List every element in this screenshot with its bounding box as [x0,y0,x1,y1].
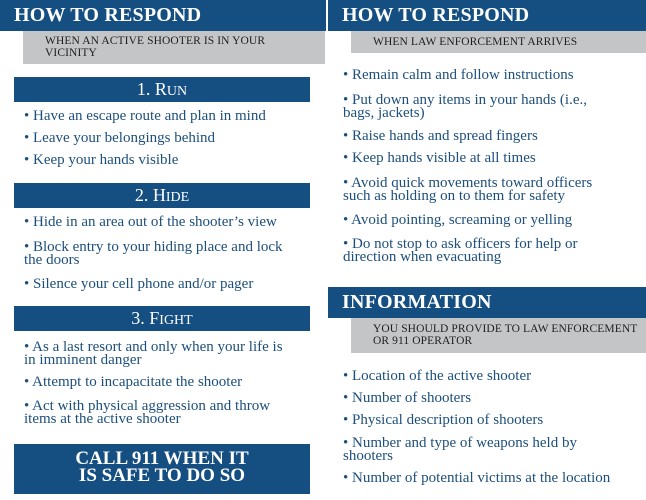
section-hide-title: HIDE [152,185,190,205]
list-item: • Block entry to your hiding place and l… [24,239,283,255]
left-header: HOW TO RESPOND [0,0,326,31]
list-item-continuation: shooters [343,448,393,464]
information-header: INFORMATION [328,287,646,318]
list-item: • Number of shooters [343,390,472,406]
section-fight-number: 3. [131,308,145,328]
list-item: • Attempt to incapacitate the shooter [24,374,243,390]
right-subheader: WHEN LAW ENFORCEMENT ARRIVES [351,31,646,53]
list-item-continuation: bags, jackets) [343,105,425,121]
section-run-title: RUN [154,79,188,99]
section-fight-title: FIGHT [149,308,193,328]
list-item: • As a last resort and only when your li… [24,339,283,355]
list-item: • Keep hands visible at all times [343,150,536,166]
list-item: • Physical description of shooters [343,412,544,428]
list-item: • Do not stop to ask officers for help o… [343,236,578,252]
left-subheader: WHEN AN ACTIVE SHOOTER IS IN YOUR VICINI… [23,31,325,64]
list-item-continuation: in imminent danger [24,352,142,368]
information-subheader: YOU SHOULD PROVIDE TO LAW ENFORCEMENT OR… [351,318,646,353]
call-911-banner: CALL 911 WHEN IT IS SAFE TO DO SO [14,444,310,494]
section-fight-bar: 3. FIGHT [14,306,310,331]
call-911-line-1: CALL 911 WHEN IT [75,448,249,469]
section-run-bar: 1. RUN [14,77,310,102]
section-hide-bar: 2. HIDE [14,183,310,208]
list-item: • Location of the active shooter [343,368,532,384]
list-item: • Silence your cell phone and/or pager [24,276,254,292]
list-item-continuation: the doors [24,252,80,268]
list-item-continuation: items at the active shooter [24,411,181,427]
right-header: HOW TO RESPOND [328,0,646,31]
section-hide-number: 2. [134,185,149,205]
list-item: • Leave your belongings behind [24,130,216,146]
list-item: • Number and type of weapons held by [343,435,577,451]
list-item: • Have an escape route and plan in mind [24,108,266,124]
call-911-line-2: IS SAFE TO DO SO [78,465,246,486]
list-item: • Hide in an area out of the shooter’s v… [24,214,277,230]
list-item: • Number of potential victims at the loc… [343,470,611,486]
list-item: • Raise hands and spread fingers [343,128,538,144]
list-item-continuation: direction when evacuating [343,249,502,265]
list-item: • Keep your hands visible [24,152,179,168]
list-item: • Act with physical aggression and throw [24,398,271,414]
list-item: • Avoid quick movements toward officers [343,175,593,191]
list-item: • Put down any items in your hands (i.e.… [343,92,587,108]
list-item: • Avoid pointing, screaming or yelling [343,212,573,228]
section-run-number: 1. [136,79,151,99]
list-item-continuation: such as holding on to them for safety [343,188,566,204]
list-item: • Remain calm and follow instructions [343,67,574,83]
